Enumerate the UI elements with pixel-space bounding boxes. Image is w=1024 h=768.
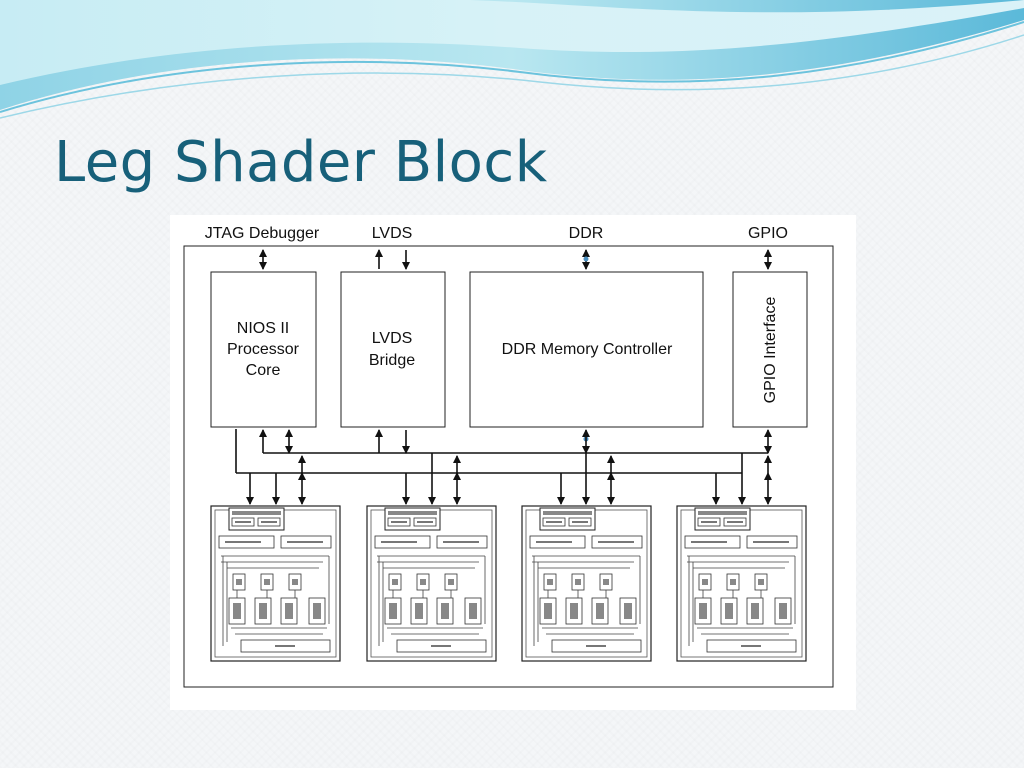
bus-lines: [235, 429, 772, 474]
header-wave-decoration: [0, 0, 1024, 119]
lvds-label-line2: Bridge: [369, 352, 415, 369]
block-diagram: JTAG Debugger LVDS DDR GPIO NIOS II Proc…: [170, 215, 856, 710]
label-ddr: DDR: [569, 225, 604, 242]
diagram-border: [183, 245, 834, 688]
shader-unit-3: [521, 505, 652, 662]
shader-unit-2: [366, 505, 497, 662]
external-arrows: [259, 249, 772, 270]
ddr-memory-controller-block: DDR Memory Controller: [469, 271, 704, 428]
ddr-controller-label: DDR Memory Controller: [502, 341, 673, 358]
ddr-port-marker-top: [583, 256, 589, 262]
label-gpio: GPIO: [748, 225, 788, 242]
label-lvds: LVDS: [372, 225, 413, 242]
nios-processor-block: NIOS II Processor Core: [210, 271, 317, 428]
nios-label-line1: NIOS II: [237, 320, 289, 337]
shader-drop-arrows: [246, 453, 772, 505]
label-jtag-debugger: JTAG Debugger: [205, 225, 320, 242]
nios-label-line2: Processor: [227, 341, 300, 358]
shader-unit-4: [676, 505, 807, 662]
shader-unit-1: [210, 505, 341, 662]
lvds-bridge-block: LVDS Bridge: [340, 271, 446, 428]
gpio-interface-block: GPIO Interface: [732, 271, 808, 428]
block-diagram-svg: JTAG Debugger LVDS DDR GPIO NIOS II Proc…: [183, 225, 834, 688]
lvds-label-line1: LVDS: [372, 330, 413, 347]
gpio-interface-label: GPIO Interface: [762, 297, 779, 404]
nios-label-line3: Core: [246, 362, 281, 379]
slide-title: Leg Shader Block: [54, 130, 548, 195]
